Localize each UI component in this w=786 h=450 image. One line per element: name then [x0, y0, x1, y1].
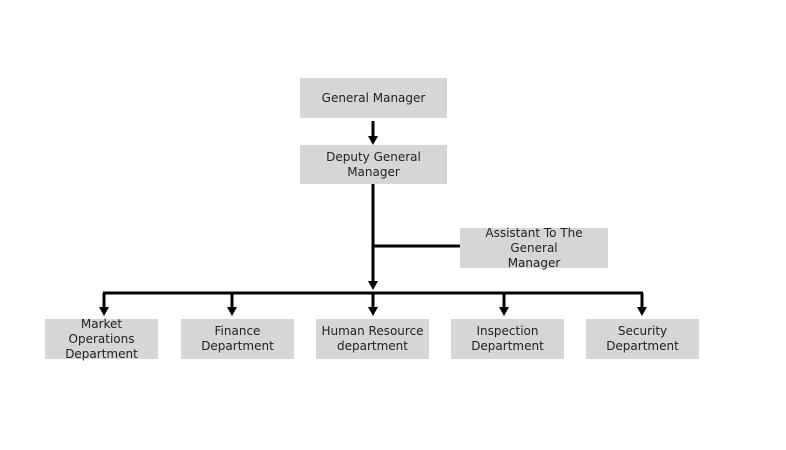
department-box-market-operations: Market Operations Department	[45, 316, 158, 361]
department-box-human-resource: Human Resource department	[316, 319, 429, 359]
arrowhead-finance	[227, 307, 237, 316]
assistant-label-line2: Manager	[507, 255, 561, 270]
department-label-line2: Department	[606, 339, 679, 353]
department-label-line2: Department	[471, 339, 544, 353]
general-manager-box: General Manager	[300, 78, 447, 118]
department-box-inspection: Inspection Department	[451, 319, 564, 359]
department-label-line1: Inspection	[476, 324, 539, 338]
arrowhead-deputy	[368, 136, 378, 145]
deputy-general-manager-label: Deputy General Manager	[326, 149, 421, 179]
department-box-security: Security Department	[586, 319, 699, 359]
department-box-finance: Finance Department	[181, 319, 294, 359]
arrowhead-hr	[368, 307, 378, 316]
arrowhead-security	[637, 307, 647, 316]
general-manager-label: General Manager	[321, 90, 426, 105]
department-label-line2: Department	[65, 346, 138, 361]
arrowhead-trunk	[368, 281, 378, 290]
department-label-line1: Finance	[214, 324, 261, 338]
arrowhead-market	[99, 307, 109, 316]
deputy-general-manager-box: Deputy General Manager	[300, 145, 447, 184]
department-label-line2: Department	[201, 339, 274, 353]
assistant-label-line1: Assistant To The General	[485, 225, 583, 255]
department-label-line2: department	[337, 339, 408, 353]
department-label-line1: Human Resource	[321, 324, 424, 338]
department-label-line1: Market Operations	[68, 316, 135, 346]
arrowhead-inspection	[499, 307, 509, 316]
department-label-line1: Security	[617, 324, 668, 338]
assistant-box: Assistant To The General Manager	[460, 225, 608, 270]
